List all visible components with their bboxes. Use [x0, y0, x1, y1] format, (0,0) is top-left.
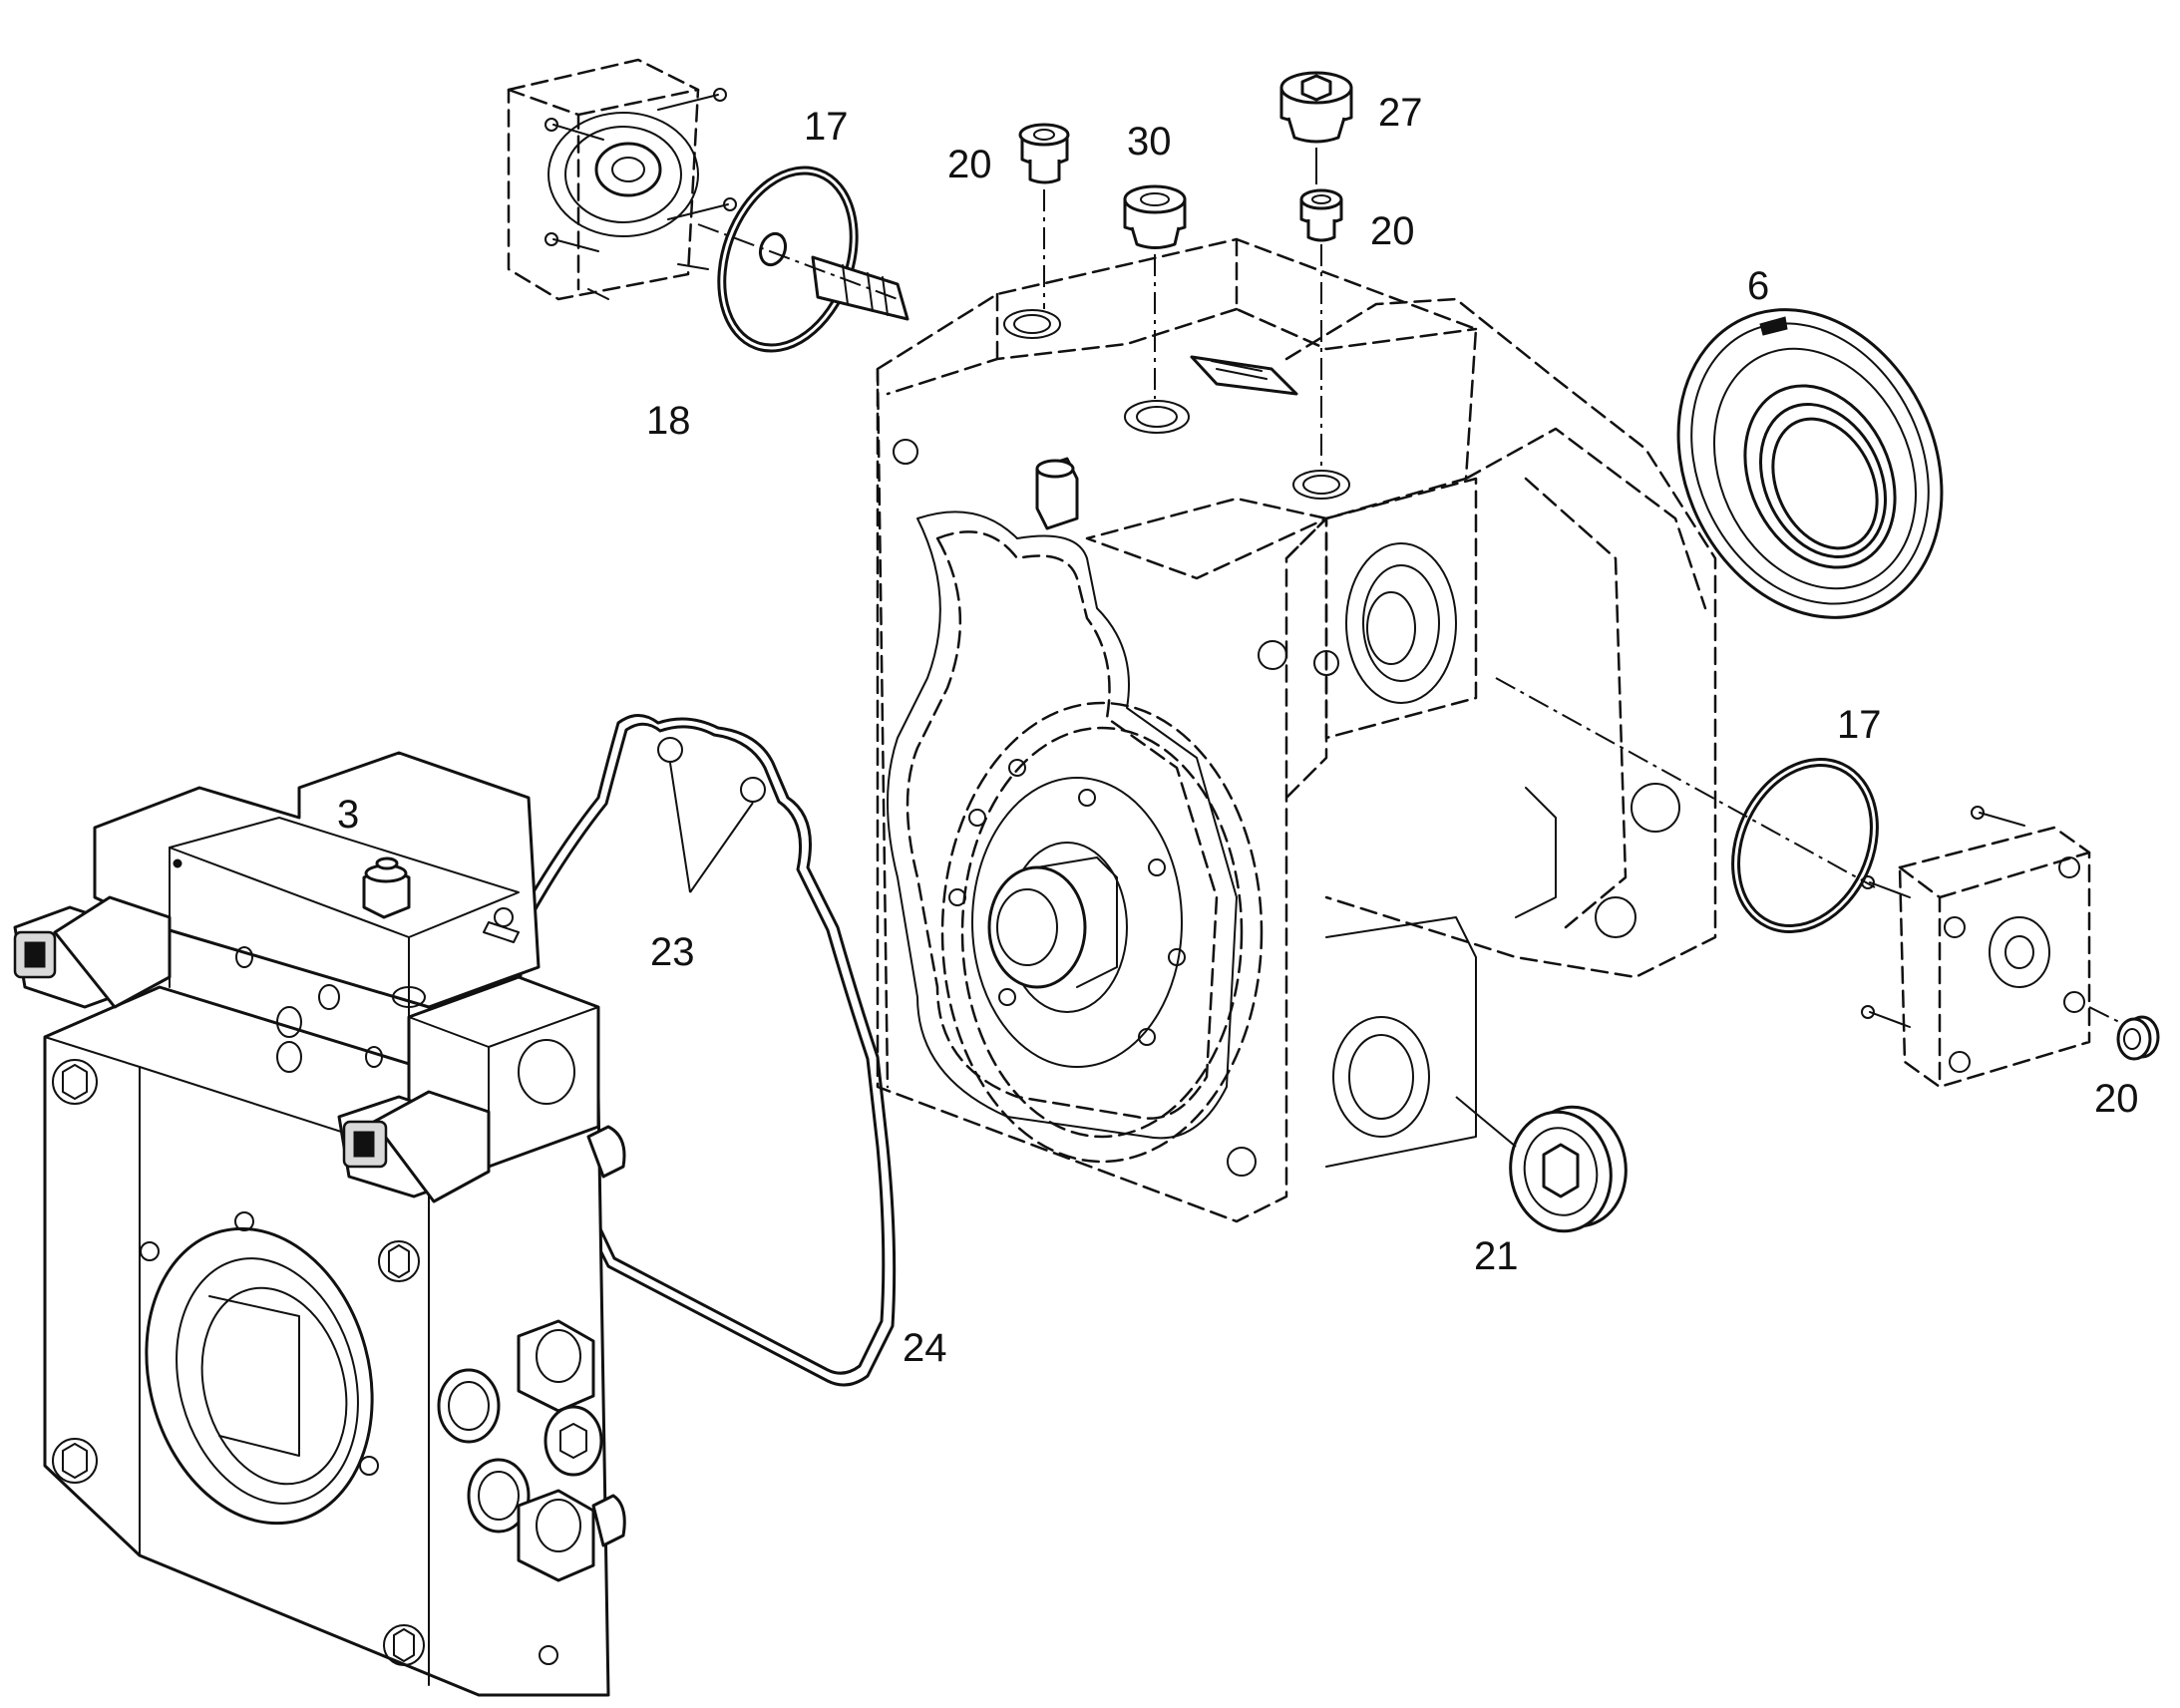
callout-6: 6 [1747, 264, 1769, 308]
callout-21: 21 [1474, 1234, 1519, 1278]
plug-30 [1123, 184, 1187, 399]
top-cover-plate [507, 58, 737, 301]
pump-housing [876, 237, 1717, 1223]
shaft-seal-6 [1676, 308, 1944, 619]
callout-20-top-right: 20 [1370, 209, 1415, 253]
plug-21 [1455, 1096, 1628, 1233]
plug-20-right [1299, 188, 1343, 469]
callout-23: 23 [650, 930, 695, 974]
control-block-3 [13, 751, 626, 1697]
plug-27 [1279, 71, 1353, 184]
callout-30: 30 [1127, 120, 1172, 164]
o-ring-18 [758, 231, 788, 267]
callout-17-right: 17 [1837, 703, 1882, 747]
callout-24: 24 [903, 1326, 947, 1370]
o-ring-17-right [1495, 677, 1879, 933]
callout-20-top-left: 20 [947, 143, 992, 186]
callout-18: 18 [646, 399, 691, 443]
callout-17-top: 17 [804, 105, 849, 149]
callout-27: 27 [1378, 91, 1423, 135]
plug-20-left [1018, 123, 1070, 309]
right-cover-plate [1861, 806, 2120, 1089]
o-ring-17-top [717, 166, 859, 353]
callout-20-bottom-right: 20 [2094, 1077, 2139, 1121]
callout-labels: 3 6 17 17 18 20 20 20 21 23 24 27 30 [337, 91, 2139, 1370]
callout-3: 3 [337, 793, 359, 837]
plug-20-lower-right [2116, 1015, 2160, 1061]
shaft-pin [697, 223, 909, 321]
